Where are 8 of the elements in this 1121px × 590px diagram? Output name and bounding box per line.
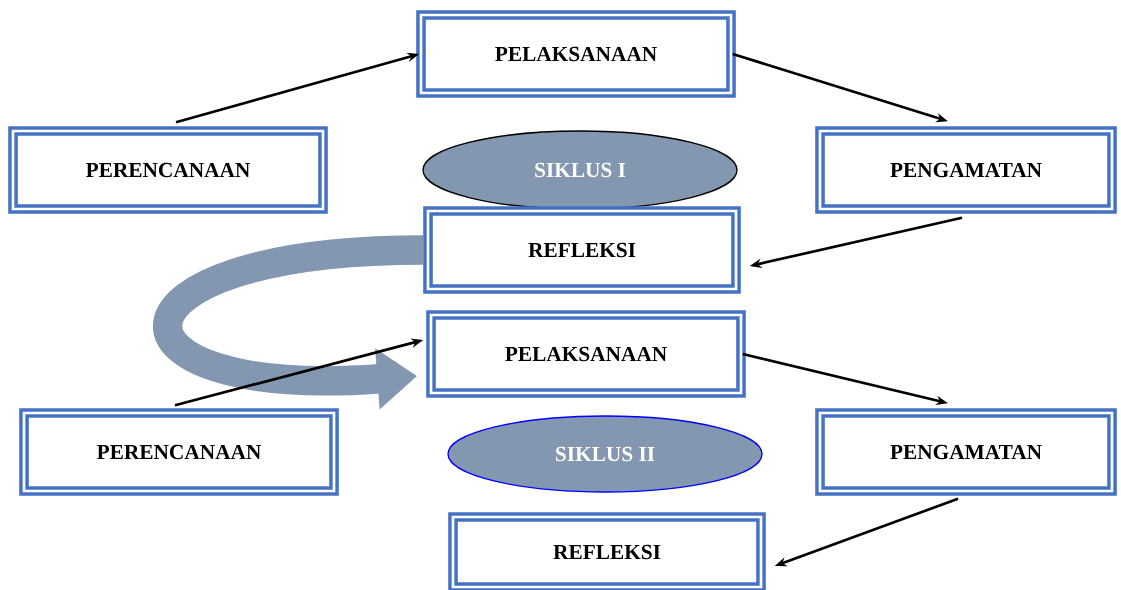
stage-box: PENGAMATAN bbox=[815, 408, 1117, 496]
stage-box: REFLEKSI bbox=[423, 206, 741, 294]
stage-box: PERENCANAAN bbox=[8, 126, 328, 214]
stage-box: REFLEKSI bbox=[448, 512, 766, 590]
stage-box: PELAKSANAAN bbox=[416, 10, 736, 98]
stage-box: PELAKSANAAN bbox=[426, 310, 746, 398]
stage-box: PERENCANAAN bbox=[19, 408, 339, 496]
stage-box: PENGAMATAN bbox=[815, 126, 1117, 214]
